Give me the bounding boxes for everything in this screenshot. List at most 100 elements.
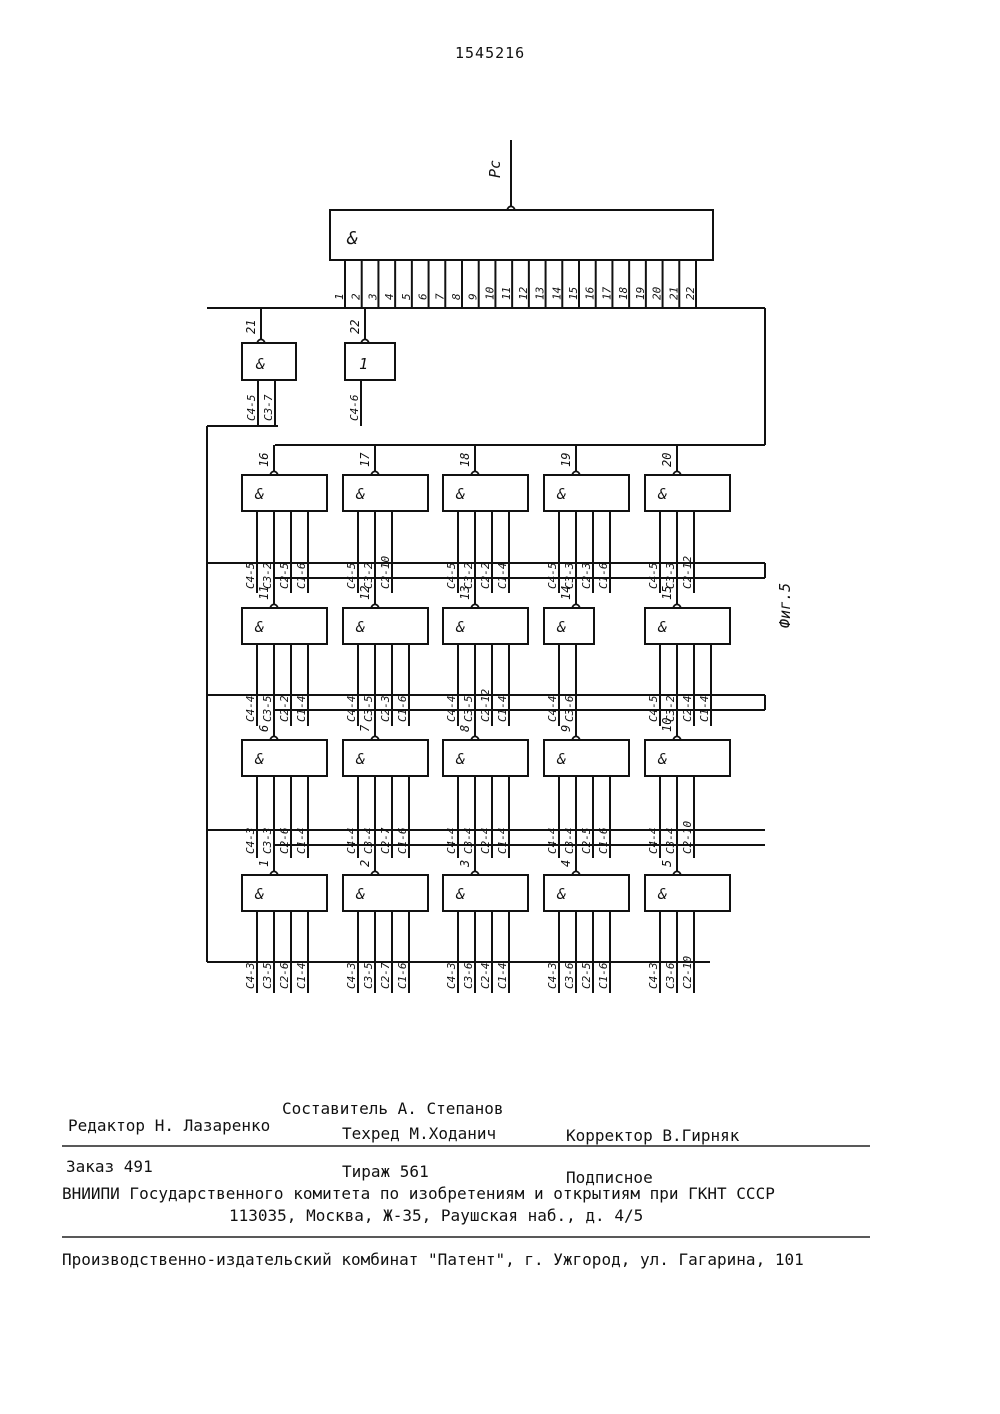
gate-block-number: 6 (257, 725, 271, 732)
publisher-address: 113035, Москва, Ж-35, Раушская наб., д. … (229, 1206, 643, 1225)
gate-block-number: 17 (358, 452, 372, 467)
gate-block-symbol: & (657, 885, 667, 903)
gate-input-label: C3-6 (563, 962, 576, 989)
gate-input-label: C2-2 (479, 562, 492, 589)
gate-block-number: 1 (257, 860, 271, 867)
aux-block-symbol: 1 (359, 355, 368, 373)
gate-input-label: C2-4 (479, 828, 492, 855)
top-input-label: 4 (383, 293, 396, 300)
gate-input-label: C2-3 (580, 563, 593, 590)
gate-block-number: 3 (458, 860, 472, 868)
gate-block-symbol: & (556, 885, 566, 903)
top-input-label: 17 (600, 286, 613, 300)
gate-block-number: 20 (660, 453, 674, 467)
gate-block (544, 608, 594, 644)
top-and-block (330, 210, 713, 260)
gate-block-symbol: & (455, 750, 465, 768)
gate-input-label: C1-6 (396, 962, 409, 989)
editor-credit: Редактор Н. Лазаренко (68, 1116, 270, 1135)
gate-input-label: C4-5 (647, 563, 660, 590)
gate-input-label: C3-3 (664, 563, 677, 590)
gate-block-number: 18 (458, 453, 472, 467)
top-input-label: 14 (550, 287, 563, 300)
top-input-label: 7 (433, 293, 446, 300)
aux-input-label: C4-5 (245, 395, 258, 422)
gate-block-number: 14 (559, 586, 573, 600)
top-input-label: 11 (500, 287, 513, 300)
gate-input-label: C4-3 (244, 963, 257, 990)
gate-block-symbol: & (355, 885, 365, 903)
gate-input-label: C2-12 (479, 689, 492, 722)
top-input-label: 16 (584, 286, 597, 300)
gate-block-number: 8 (458, 725, 472, 732)
gate-input-label: C3-3 (563, 563, 576, 590)
top-input-label: 8 (450, 293, 463, 300)
gate-input-label: C3-6 (664, 962, 677, 989)
gate-block-number: 13 (458, 586, 472, 600)
gate-input-label: C2-2 (278, 695, 291, 722)
circulation: Тираж 561 (342, 1162, 429, 1181)
gate-input-label: C2-5 (580, 963, 593, 990)
gate-block-symbol: & (657, 618, 667, 636)
gate-block-symbol: & (254, 618, 264, 636)
aux-block-number: 21 (244, 320, 258, 334)
gate-input-label: C2-10 (379, 556, 392, 589)
gate-input-label: C1-4 (295, 963, 308, 990)
gate-input-label: C4-5 (546, 563, 559, 590)
gate-input-label: C3-4 (664, 828, 677, 855)
gate-input-label: C4-5 (445, 563, 458, 590)
gate-input-label: C3-5 (362, 696, 375, 723)
gate-input-label: C3-5 (362, 963, 375, 990)
gate-input-label: C1-6 (597, 827, 610, 854)
figure-label: Фиг.5 (776, 583, 794, 628)
gate-block-number: 9 (559, 725, 573, 732)
gate-input-label: C4-3 (345, 963, 358, 990)
gate-input-label: C3-2 (362, 562, 375, 589)
gate-block-number: 7 (358, 724, 372, 732)
gate-input-label: C1-6 (295, 562, 308, 589)
gate-input-label: C4-5 (345, 563, 358, 590)
gate-block-symbol: & (355, 750, 365, 768)
gate-block-symbol: & (455, 885, 465, 903)
gate-block-number: 16 (257, 453, 271, 467)
gate-block-number: 11 (257, 586, 271, 600)
top-input-label: 10 (483, 286, 496, 300)
top-input-label: 15 (567, 287, 580, 300)
gate-input-label: C2-5 (278, 563, 291, 590)
gate-block-number: 5 (660, 860, 674, 867)
top-input-label: 3 (366, 293, 379, 301)
gate-input-label: C2-12 (681, 556, 694, 589)
gate-block-symbol: & (556, 618, 566, 636)
gate-input-label: C2-4 (681, 696, 694, 723)
top-input-label: 13 (534, 287, 547, 300)
top-input-label: 20 (651, 286, 664, 300)
gate-block-symbol: & (455, 618, 465, 636)
gate-input-label: C1-4 (496, 696, 509, 723)
publisher-organization: ВНИИПИ Государственного комитета по изоб… (62, 1184, 775, 1203)
gate-input-label: C2-6 (278, 827, 291, 854)
gate-input-label: C3-6 (563, 695, 576, 722)
gate-input-label: C2-4 (479, 963, 492, 990)
printing-plant: Производственно-издательский комбинат "П… (62, 1250, 804, 1269)
gate-input-label: C3-3 (261, 828, 274, 855)
gate-block-number: 4 (559, 860, 573, 867)
gate-input-label: C1-4 (496, 828, 509, 855)
gate-input-label: C2-7 (379, 827, 392, 854)
gate-input-label: C3-6 (462, 962, 475, 989)
gate-input-label: C3-5 (261, 696, 274, 723)
top-block-symbol: & (346, 228, 358, 249)
gate-input-label: C1-4 (496, 563, 509, 590)
gate-block-symbol: & (254, 885, 264, 903)
top-input-label: 12 (517, 286, 530, 300)
gate-input-label: C1-4 (496, 963, 509, 990)
gate-block-symbol: & (657, 750, 667, 768)
top-input-label: 19 (634, 287, 647, 300)
gate-input-label: C1-6 (396, 827, 409, 854)
gate-input-label: C1-6 (597, 562, 610, 589)
gate-input-label: C1-4 (295, 828, 308, 855)
gate-block-symbol: & (355, 618, 365, 636)
gate-input-label: C4-4 (244, 696, 257, 723)
gate-input-label: C4-5 (244, 563, 257, 590)
gate-input-label: C3-2 (462, 562, 475, 589)
